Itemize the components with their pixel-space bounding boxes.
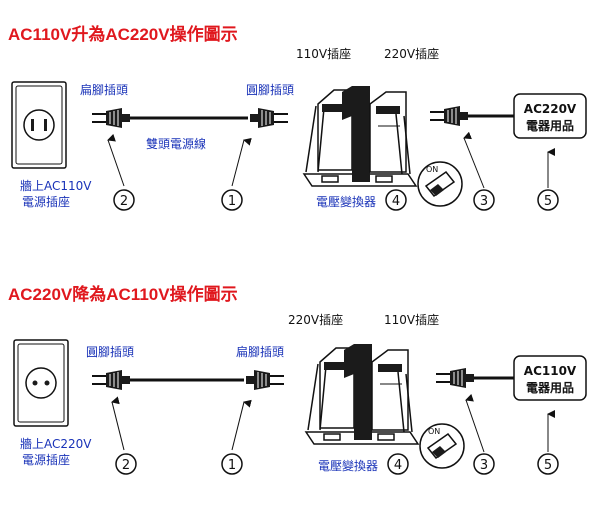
socket-110v-label-2: 110V插座 [384,312,439,327]
svg-text:4: 4 [392,194,400,209]
diagram-2-title: AC220V降為AC110V操作圖示 [8,284,238,304]
switch-inset-1: ON [417,161,463,207]
callout-1b [221,453,243,475]
appliance-cable-2 [435,367,514,389]
round-plug-label: 圓腳插頭 [246,83,294,97]
svg-text:2: 2 [122,458,130,473]
flat-plug-label-2: 扁腳插頭 [236,345,284,359]
wall-outlet-2-label-line2: 電源插座 [22,452,70,467]
transformer-label-1: 電壓變換器 [316,194,376,209]
callout-5b [537,453,559,475]
appliance-box-2: AC110V 電器用品 [513,355,587,401]
callout-4b [387,453,409,475]
svg-text:電器用品: 電器用品 [526,119,574,133]
cable-label: 雙頭電源線 [146,136,206,151]
wall-outlet-1-label-line1: 牆上AC110V [20,178,92,193]
callout-3b [473,453,495,475]
socket-220v-label-1: 220V插座 [384,46,439,61]
callout-2b [115,453,137,475]
callout-3 [473,189,495,211]
svg-text:5: 5 [544,458,552,473]
wall-outlet-2-label-line1: 牆上AC220V [20,436,92,451]
callout-2 [113,189,135,211]
switch-inset-2: ON [419,423,465,469]
socket-220v-label-2: 220V插座 [288,312,343,327]
svg-text:電器用品: 電器用品 [526,381,574,395]
svg-text:3: 3 [480,458,488,473]
wall-outlet-1 [11,81,67,169]
svg-text:AC220V: AC220V [524,102,577,116]
power-cable-2 [91,369,285,391]
svg-text:ON: ON [426,165,438,174]
callout-4 [385,189,407,211]
svg-text:1: 1 [228,194,236,209]
flat-plug-label: 扁腳插頭 [80,83,128,97]
svg-text:ON: ON [428,427,440,436]
appliance-box-1: AC220V 電器用品 [513,93,587,139]
svg-text:5: 5 [544,194,552,209]
wall-outlet-2 [13,339,69,427]
diagram-1: AC110V升為AC220V操作圖示 牆上AC110V 電源插座 扁腳插頭 圓腳… [8,24,587,211]
svg-text:4: 4 [394,458,402,473]
diagram-1-title: AC110V升為AC220V操作圖示 [8,24,238,44]
round-plug-label-2: 圓腳插頭 [86,345,134,359]
transformer-2 [305,343,419,445]
transformer-label-2: 電壓變換器 [318,458,378,473]
svg-text:1: 1 [228,458,236,473]
power-cable-1 [91,107,289,129]
svg-text:AC110V: AC110V [524,364,577,378]
wall-outlet-1-label-line2: 電源插座 [22,194,70,209]
svg-text:3: 3 [480,194,488,209]
transformer-1 [303,85,417,187]
svg-text:2: 2 [120,194,128,209]
appliance-cable-1 [429,105,514,127]
socket-110v-label-1: 110V插座 [296,46,351,61]
callout-1 [221,189,243,211]
callout-5 [537,189,559,211]
diagram-2: AC220V降為AC110V操作圖示 牆上AC220V 電源插座 圓腳插頭 扁腳… [8,284,587,475]
